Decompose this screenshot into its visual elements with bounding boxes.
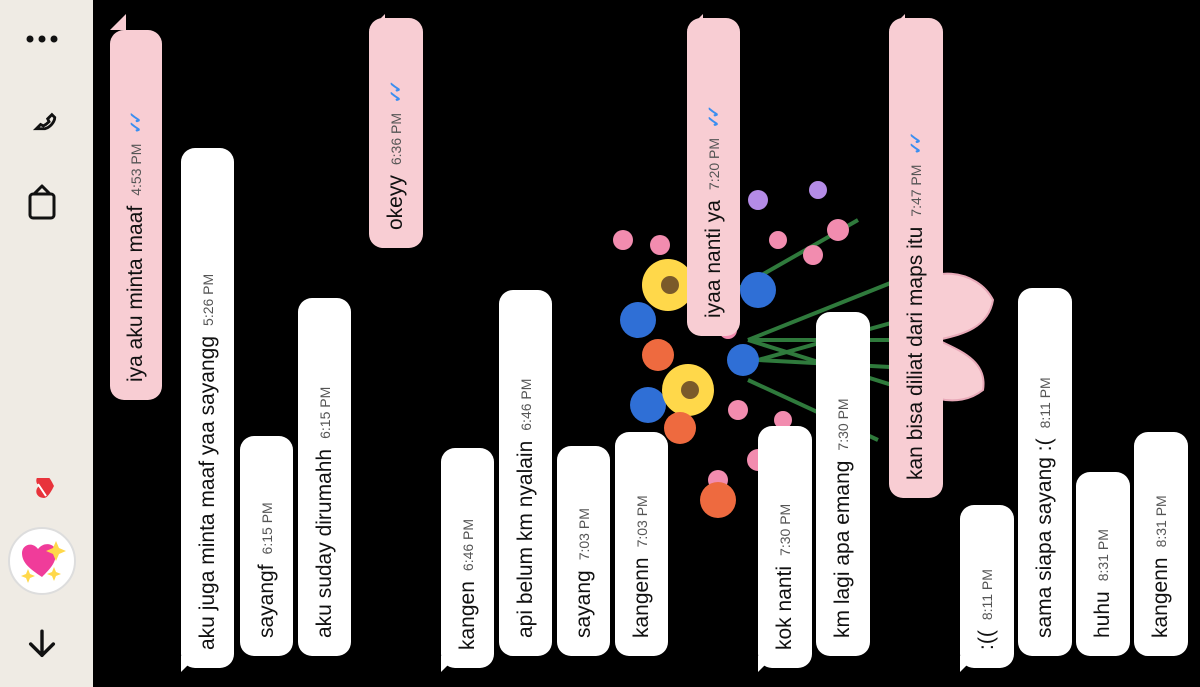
bubble-tail <box>110 14 126 30</box>
message-text: sayang <box>571 570 595 638</box>
message-time: 6:46 PM <box>459 518 476 572</box>
message-time: 5:26 PM <box>199 273 216 326</box>
message-bubble-outgoing[interactable]: kan bisa diliat dari maps itu 7:47 PM ✓✓ <box>889 18 943 498</box>
message-time: 7:03 PM <box>575 508 592 561</box>
message-text: kangenn <box>1149 557 1172 638</box>
message-bubble-incoming[interactable]: kangenn 8:31 PM <box>1134 432 1188 656</box>
message-bubble-outgoing[interactable]: iya aku minta maaf 4:53 PM ✓✓ <box>110 30 162 400</box>
message-time: 7:20 PM <box>705 137 722 191</box>
bubble-tail <box>369 14 385 30</box>
bubble-tail <box>889 14 905 30</box>
message-text: km lagi apa emang <box>831 460 854 638</box>
message-time: 4:53 PM <box>128 143 144 196</box>
message-bubble-incoming[interactable]: kangen 6:46 PM <box>441 448 494 668</box>
bubble-tail <box>441 656 457 672</box>
more-vertical-icon[interactable] <box>18 15 66 63</box>
message-text: api belum km nyalain <box>513 440 537 638</box>
message-bubble-incoming[interactable]: kok nanti 7:30 PM <box>758 426 812 668</box>
chat-area: iya aku minta maaf 4:53 PM ✓✓ aku juga min… <box>93 0 1200 687</box>
message-text: okeyy <box>384 175 407 230</box>
message-time: 7:47 PM <box>908 164 924 217</box>
video-call-icon[interactable] <box>18 178 66 226</box>
message-text: iya aku minta maaf <box>124 205 147 382</box>
message-bubble-incoming[interactable]: kangenn 7:03 PM <box>615 432 668 656</box>
phone-icon[interactable] <box>18 92 66 140</box>
message-time: 6:46 PM <box>517 378 534 431</box>
bubble-tail <box>758 656 774 672</box>
bubble-tail <box>181 656 197 672</box>
heart-sticker-icon <box>18 466 66 514</box>
message-bubble-incoming[interactable]: aku suday dirumahh 6:15 PM <box>298 298 351 656</box>
double-check-icon: ✓✓ <box>388 84 405 103</box>
chat-header <box>0 0 93 687</box>
message-text: kangen <box>455 581 479 650</box>
message-bubble-incoming[interactable]: sayang 7:03 PM <box>557 446 610 656</box>
double-check-icon: ✓✓ <box>705 109 723 128</box>
message-bubble-outgoing[interactable]: okeyy 6:36 PM ✓✓ <box>369 18 423 248</box>
bubble-tail <box>687 14 703 30</box>
message-bubble-incoming[interactable]: :(( 8:11 PM <box>960 505 1014 668</box>
message-text: kok nanti <box>773 565 796 650</box>
double-check-icon: ✓✓ <box>908 135 925 155</box>
message-text: sayangf <box>254 564 278 638</box>
message-time: 6:15 PM <box>258 502 275 555</box>
message-text: aku suday dirumahh <box>312 448 336 638</box>
back-arrow-icon[interactable] <box>18 620 66 668</box>
message-text: huhu <box>1091 591 1114 638</box>
message-bubble-outgoing[interactable]: iyaa nanti ya 7:20 PM ✓✓ <box>687 18 740 336</box>
avatar[interactable] <box>8 527 76 595</box>
message-bubble-incoming[interactable]: sayangf 6:15 PM <box>240 436 293 656</box>
bubble-tail <box>960 656 976 672</box>
message-text: sama siapa sayang :( <box>1033 438 1056 638</box>
message-text: kangenn <box>629 557 653 638</box>
message-bubble-incoming[interactable]: api belum km nyalain 6:46 PM <box>499 290 552 656</box>
message-time: 8:31 PM <box>1095 529 1111 582</box>
message-time: 7:30 PM <box>777 503 793 556</box>
message-time: 8:11 PM <box>1037 377 1053 429</box>
double-check-icon: ✓✓ <box>128 114 145 134</box>
message-bubble-incoming[interactable]: huhu 8:31 PM <box>1076 472 1130 656</box>
message-bubble-incoming[interactable]: km lagi apa emang 7:30 PM <box>816 312 870 656</box>
message-text: :(( <box>975 630 998 650</box>
message-time: 6:15 PM <box>316 386 333 439</box>
message-text: aku juga minta maaf yaa sayangg <box>195 335 219 650</box>
message-time: 6:36 PM <box>388 113 404 166</box>
message-text: kan bisa diliat dari maps itu <box>904 226 927 480</box>
message-time: 7:30 PM <box>835 398 851 451</box>
message-time: 7:03 PM <box>633 495 650 548</box>
message-bubble-incoming[interactable]: aku juga minta maaf yaa sayangg 5:26 PM <box>181 148 234 668</box>
message-text: iyaa nanti ya <box>701 200 725 318</box>
message-bubble-incoming[interactable]: sama siapa sayang :( 8:11 PM <box>1018 288 1072 656</box>
message-time: 8:31 PM <box>1153 495 1169 548</box>
message-time: 8:11 PM <box>979 569 995 621</box>
